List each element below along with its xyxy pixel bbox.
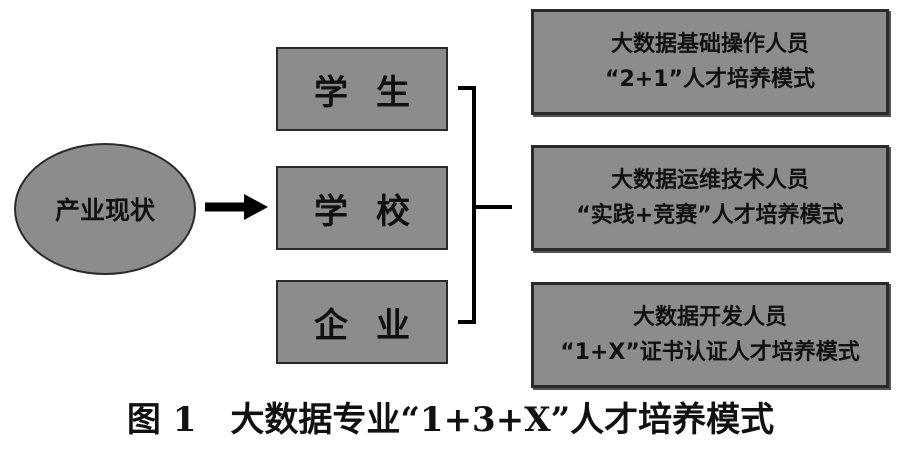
stakeholder-box-enterprise: 企业 xyxy=(276,280,448,364)
talent-box-basic-operator: 大数据基础操作人员 “2+1”人才培养模式 xyxy=(531,9,889,115)
stakeholder-box-school: 学校 xyxy=(276,166,448,250)
stakeholder-label: 企业 xyxy=(314,305,438,346)
grouping-bracket xyxy=(458,86,512,324)
talent-box-developer: 大数据开发人员 “1+X”证书认证人才培养模式 xyxy=(531,282,889,388)
talent-model: “实践+竞赛”人才培养模式 xyxy=(576,203,844,228)
industry-status-label: 产业现状 xyxy=(54,196,155,225)
stakeholder-box-student: 学生 xyxy=(276,47,448,131)
talent-title: 大数据运维技术人员 xyxy=(610,168,809,193)
talent-box-ops-technician: 大数据运维技术人员 “实践+竞赛”人才培养模式 xyxy=(531,145,889,251)
talent-title: 大数据基础操作人员 xyxy=(610,32,809,57)
talent-model: “1+X”证书认证人才培养模式 xyxy=(560,340,860,365)
stakeholder-label: 学校 xyxy=(314,191,438,232)
stakeholder-label: 学生 xyxy=(314,72,438,113)
talent-model: “2+1”人才培养模式 xyxy=(605,67,815,92)
talent-title: 大数据开发人员 xyxy=(632,305,787,330)
main-arrow-head xyxy=(244,194,268,220)
industry-status-node: 产业现状 xyxy=(14,143,196,275)
figure-caption: 图 1 大数据专业“1+3+X”人才培养模式 xyxy=(126,400,775,440)
